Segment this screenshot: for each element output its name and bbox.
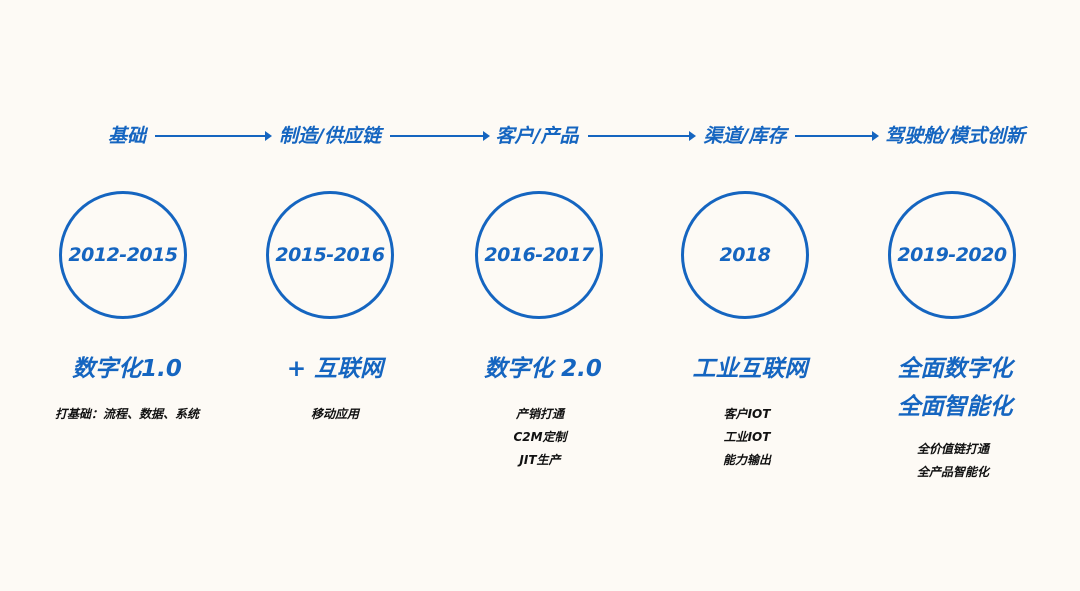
- stage-title: 全面数字化 全面智能化: [898, 350, 1013, 426]
- stage-focus-label: 客户/产品: [495, 125, 579, 147]
- stage-title-line: 工业互联网: [692, 356, 808, 382]
- stage-items: 客户IOT 工业IOT 能力输出: [723, 403, 771, 472]
- year-circle: 2016-2017: [475, 191, 603, 319]
- stage-title-line: 全面智能化: [897, 394, 1013, 420]
- year-label: 2019-2020: [897, 244, 1007, 266]
- arrow-right-icon: [155, 131, 272, 141]
- year-circle: 2018: [681, 191, 809, 319]
- stage-item: C2M定制: [513, 430, 567, 444]
- stage-item: 客户IOT: [723, 407, 771, 421]
- stage-items: 产销打通 C2M定制 JIT生产: [513, 403, 566, 472]
- arrow-right-icon: [390, 131, 490, 141]
- stage-item: JIT生产: [519, 453, 561, 467]
- stage-title-line: 数字化1.0: [72, 356, 182, 382]
- stage-item: 工业IOT: [723, 430, 771, 444]
- stage-item: 移动应用: [310, 407, 360, 421]
- stage-items: 全价值链打通 全产品智能化: [917, 438, 989, 484]
- stage-title-line: + 互联网: [286, 356, 384, 382]
- year-circle: 2019-2020: [888, 191, 1016, 319]
- year-circle: 2015-2016: [266, 191, 394, 319]
- stage-focus-label: 驾驶舱/模式创新: [885, 125, 1025, 147]
- stage-title: 工业互联网: [693, 350, 808, 388]
- arrow-right-icon: [795, 131, 879, 141]
- year-label: 2018: [719, 244, 771, 266]
- stage-title-line: 数字化 2.0: [484, 356, 602, 382]
- stage-title: + 互联网: [287, 350, 383, 388]
- year-label: 2015-2016: [275, 244, 385, 266]
- arrow-right-icon: [588, 131, 696, 141]
- stage-items: 移动应用: [311, 403, 359, 426]
- stage-item: 全价值链打通: [916, 442, 990, 456]
- stage-title: 数字化 2.0: [484, 350, 602, 388]
- year-circle: 2012-2015: [59, 191, 187, 319]
- year-label: 2012-2015: [68, 244, 178, 266]
- stage-item: 能力输出: [722, 453, 772, 467]
- stage-item: 全产品智能化: [916, 465, 990, 479]
- stage-item: 打基础：流程、数据、系统: [54, 407, 200, 421]
- stage-title: 数字化1.0: [72, 350, 182, 388]
- stage-items: 打基础：流程、数据、系统: [55, 403, 199, 426]
- stage-focus-label: 渠道/库存: [703, 125, 787, 147]
- stage-title-line: 全面数字化: [897, 356, 1013, 382]
- stage-item: 产销打通: [515, 407, 565, 421]
- year-label: 2016-2017: [484, 244, 594, 266]
- stage-focus-label: 制造/供应链: [279, 125, 381, 147]
- stage-focus-label: 基础: [107, 125, 147, 147]
